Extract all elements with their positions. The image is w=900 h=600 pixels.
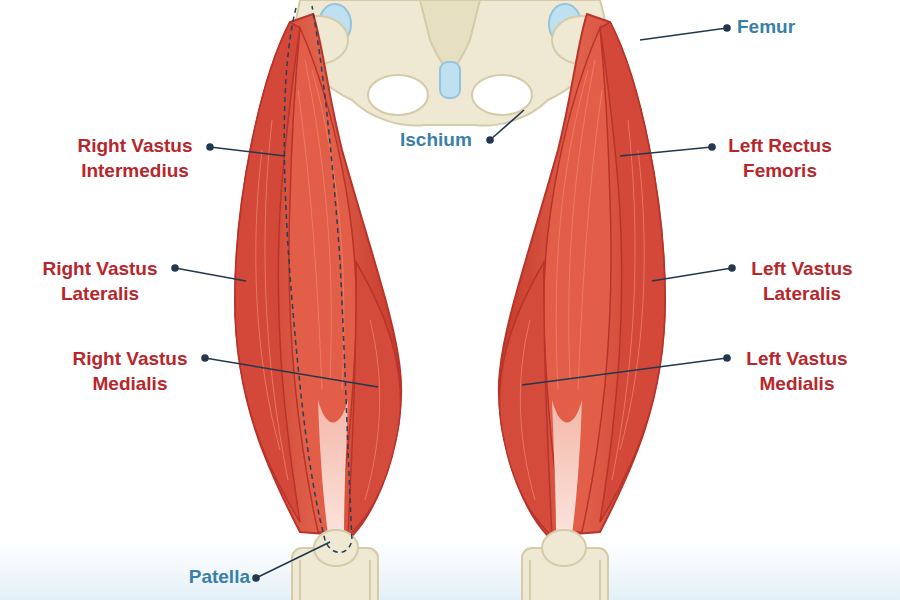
part-label: Right Vastus Lateralis bbox=[25, 257, 175, 306]
part-label: Ischium bbox=[400, 128, 472, 153]
part-label: Right Vastus Intermedius bbox=[60, 134, 210, 183]
part-label: Left Vastus Lateralis bbox=[727, 257, 877, 306]
part-label: Patella bbox=[189, 565, 250, 590]
part-label: Left Vastus Medialis bbox=[722, 347, 872, 396]
part-label: Femur bbox=[737, 15, 795, 40]
part-label: Right Vastus Medialis bbox=[55, 347, 205, 396]
part-label: Left Rectus Femoris bbox=[705, 134, 855, 183]
